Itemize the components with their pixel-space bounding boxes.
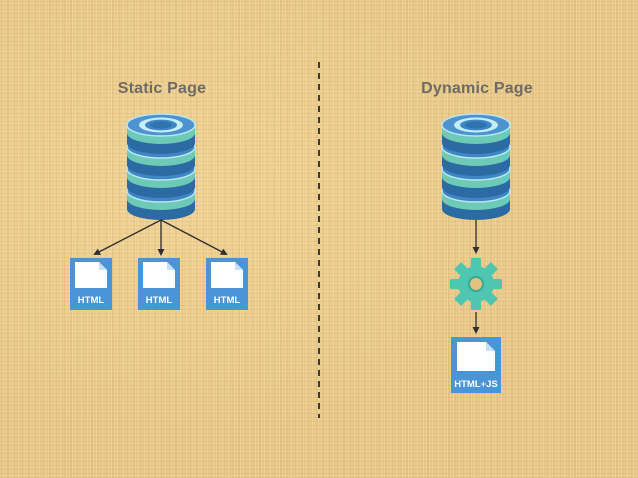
dynamic-database-icon — [441, 113, 511, 221]
html-document-icon: HTML — [206, 258, 248, 310]
html-document-icon: HTML — [70, 258, 112, 310]
document-label: HTML — [146, 295, 173, 306]
static-database-icon — [126, 113, 196, 221]
document-label: HTML — [214, 295, 241, 306]
dynamic-page-title: Dynamic Page — [421, 80, 533, 97]
gear-icon — [450, 258, 502, 310]
html-js-document-icon: HTML+JS — [451, 337, 501, 393]
static-page-title: Static Page — [117, 80, 207, 97]
html-document-icon: HTML — [138, 258, 180, 310]
static-arrows — [93, 219, 228, 256]
document-label: HTML+JS — [454, 379, 498, 390]
document-label: HTML — [78, 295, 105, 306]
